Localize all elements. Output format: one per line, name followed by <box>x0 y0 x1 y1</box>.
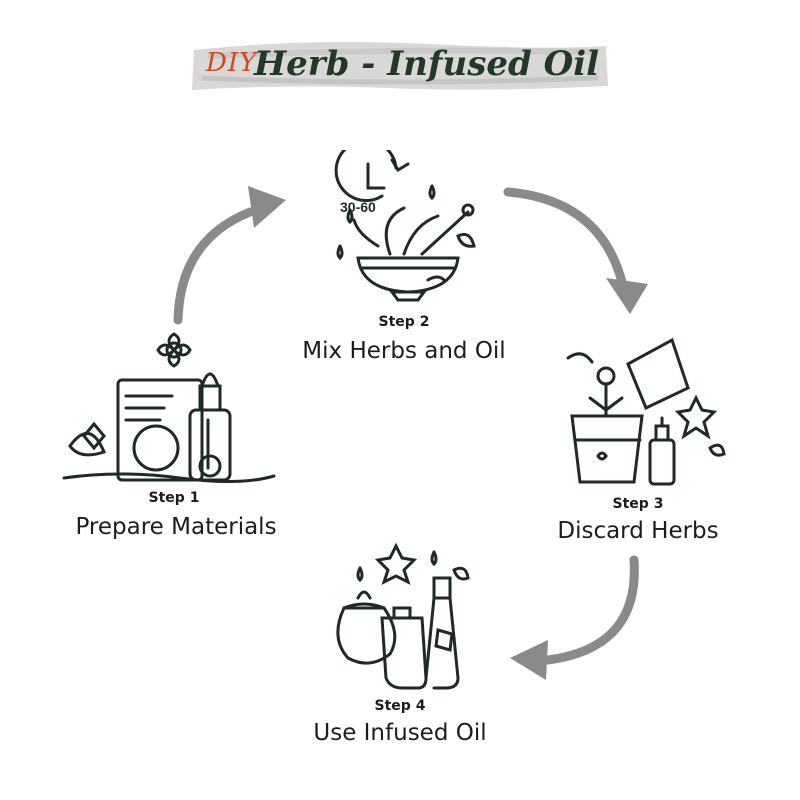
glass-flower-icon <box>570 366 644 484</box>
bottles-pouch-icon <box>336 576 460 690</box>
step-number: Step 3 <box>612 496 664 512</box>
step-title: Mix Herbs and Oil <box>302 338 506 364</box>
page-title: Herb - Infused Oil <box>254 44 600 84</box>
timer-label: 30-60 <box>340 199 376 215</box>
step-title: Discard Herbs <box>557 518 719 544</box>
clock-icon <box>334 150 410 203</box>
jars-dropper-icon <box>116 372 232 482</box>
step2-illustration: 30-60 <box>334 150 476 302</box>
step-number: Step 1 <box>148 490 200 506</box>
flower-icon <box>156 332 192 368</box>
title-prefix: DIY <box>206 48 258 78</box>
mortar-bowl-icon <box>352 203 475 302</box>
step3-illustration <box>566 337 726 486</box>
title-banner: DIY Herb - Infused Oil <box>188 30 612 98</box>
cycle-arrow-icon <box>173 207 255 325</box>
step-title: Prepare Materials <box>75 514 277 540</box>
step1-illustration <box>62 332 276 484</box>
dropper-bottle-icon <box>648 416 676 486</box>
step-title: Use Infused Oil <box>313 720 487 746</box>
step-number: Step 2 <box>378 314 430 330</box>
brush-stroke-background <box>192 42 608 90</box>
cycle-arrow-icon <box>503 187 627 287</box>
step4-illustration <box>336 542 470 690</box>
step-number: Step 4 <box>374 698 426 714</box>
cycle-arrow-icon <box>543 555 639 665</box>
